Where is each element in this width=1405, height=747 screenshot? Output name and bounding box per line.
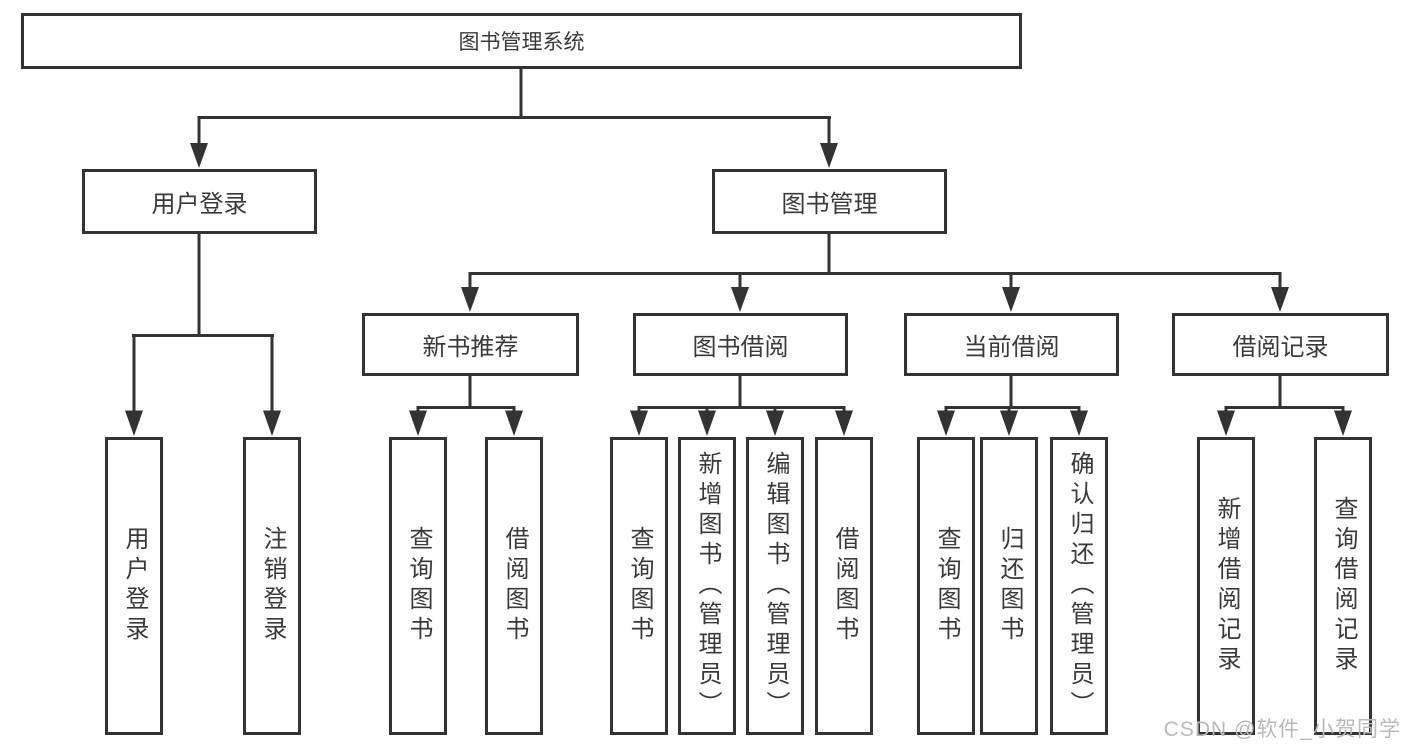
leaf-user-login: 用户登录 [105,437,163,735]
leaf-borrow-borrow: 借阅图书 [815,437,873,735]
leaf-current-confirm-label: 确认归还（管理员） [1066,451,1093,721]
leaf-borrow-edit-label: 编辑图书（管理员） [762,451,789,721]
leaf-logout-label: 注销登录 [259,526,286,646]
leaf-user-login-label: 用户登录 [121,526,148,646]
leaf-records-add-label: 新增借阅记录 [1213,496,1240,676]
watermark-text: CSDN @软件_小贺同学 [1163,718,1401,741]
leaf-borrow-add: 新增图书（管理员） [678,437,736,735]
leaf-current-query-label: 查询图书 [933,526,960,646]
leaf-records-query: 查询借阅记录 [1314,437,1372,735]
leaf-current-confirm: 确认归还（管理员） [1050,437,1108,735]
node-new-books: 新书推荐 [362,313,579,376]
leaf-newbooks-borrow: 借阅图书 [485,437,543,735]
leaf-newbooks-borrow-label: 借阅图书 [501,526,528,646]
node-borrow-records: 借阅记录 [1172,313,1389,376]
leaf-records-add: 新增借阅记录 [1197,437,1255,735]
node-book-mgmt: 图书管理 [712,169,947,234]
leaf-logout: 注销登录 [243,437,301,735]
leaf-newbooks-query-label: 查询图书 [405,526,432,646]
node-book-borrow: 图书借阅 [633,313,848,376]
leaf-borrow-query: 查询图书 [610,437,668,735]
leaf-records-query-label: 查询借阅记录 [1330,496,1357,676]
leaf-newbooks-query: 查询图书 [389,437,447,735]
leaf-borrow-borrow-label: 借阅图书 [831,526,858,646]
leaf-borrow-edit: 编辑图书（管理员） [746,437,804,735]
leaf-current-return-label: 归还图书 [996,526,1023,646]
node-user-login: 用户登录 [82,169,317,234]
leaf-borrow-add-label: 新增图书（管理员） [694,451,721,721]
node-root: 图书管理系统 [21,13,1022,69]
leaf-current-return: 归还图书 [980,437,1038,735]
leaf-current-query: 查询图书 [917,437,975,735]
node-current-borrow: 当前借阅 [904,313,1119,376]
leaf-borrow-query-label: 查询图书 [626,526,653,646]
